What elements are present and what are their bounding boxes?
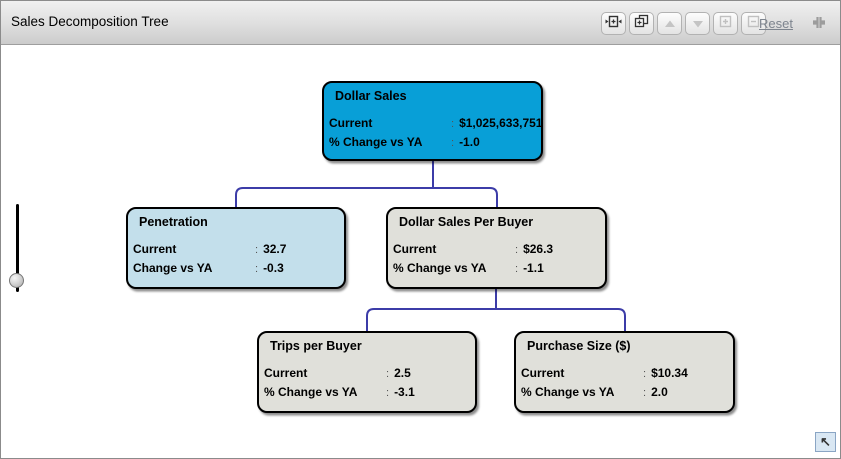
zoom-in-icon (719, 15, 732, 33)
row-label: % Change vs YA (329, 135, 423, 149)
zoom-out-icon (747, 15, 760, 33)
collapse-corners-button[interactable] (810, 16, 828, 33)
row-value: :-3.1 (386, 385, 415, 399)
node-row: Current :$1,025,633,751 (329, 114, 542, 133)
node-row: % Change vs YA :-3.1 (264, 383, 469, 402)
page-title: Sales Decomposition Tree (11, 14, 169, 29)
tree-node-dollar-sales[interactable]: Dollar Sales Current :$1,025,633,751 % C… (322, 81, 543, 161)
row-label: % Change vs YA (393, 261, 487, 275)
row-value: :$10.34 (643, 366, 688, 380)
toolbar (601, 12, 766, 35)
collapse-up-button[interactable] (657, 12, 682, 35)
zoom-in-button[interactable] (713, 12, 738, 35)
row-value: :-1.1 (515, 261, 544, 275)
row-value: :-1.0 (451, 135, 480, 149)
node-title: Trips per Buyer (270, 339, 362, 353)
row-value: :-0.3 (255, 261, 284, 275)
cascade-windows-icon (634, 14, 649, 33)
arrow-up-left-icon: ↖ (820, 434, 831, 449)
tree-node-dollar-sales-per-buyer[interactable]: Dollar Sales Per Buyer Current :$26.3 % … (386, 207, 607, 289)
row-value: :$26.3 (515, 242, 554, 256)
row-label: Current (521, 366, 565, 380)
collapse-corners-icon (811, 15, 827, 35)
row-label: % Change vs YA (521, 385, 615, 399)
row-label: Current (264, 366, 308, 380)
header-bar: Sales Decomposition Tree (1, 1, 840, 45)
row-label: Current (329, 116, 373, 130)
arrow-down-icon (692, 15, 704, 33)
node-row: Current :2.5 (264, 364, 469, 383)
zoom-slider-handle[interactable] (9, 273, 24, 288)
node-title: Penetration (139, 215, 208, 229)
row-label: % Change vs YA (264, 385, 358, 399)
row-value: :$1,025,633,751 (451, 116, 543, 130)
node-row: Change vs YA :-0.3 (133, 259, 338, 278)
nav-up-left-button[interactable]: ↖ (815, 432, 836, 452)
zoom-slider-track[interactable] (16, 204, 19, 292)
node-title: Purchase Size ($) (527, 339, 631, 353)
cascade-windows-button[interactable] (629, 12, 654, 35)
node-title: Dollar Sales Per Buyer (399, 215, 534, 229)
arrow-up-icon (664, 15, 676, 33)
node-row: % Change vs YA :-1.1 (393, 259, 599, 278)
expand-down-button[interactable] (685, 12, 710, 35)
row-label: Change vs YA (133, 261, 213, 275)
node-row: % Change vs YA :2.0 (521, 383, 727, 402)
row-value: :2.0 (643, 385, 668, 399)
zoom-out-button[interactable] (741, 12, 766, 35)
row-value: :32.7 (255, 242, 287, 256)
fit-width-button[interactable] (601, 12, 626, 35)
node-title: Dollar Sales (335, 89, 407, 103)
fit-width-icon (605, 15, 622, 33)
tree-node-penetration[interactable]: Penetration Current :32.7 Change vs YA :… (126, 207, 346, 289)
row-label: Current (393, 242, 437, 256)
reset-link[interactable]: Reset (759, 16, 793, 31)
tree-node-trips-per-buyer[interactable]: Trips per Buyer Current :2.5 % Change vs… (257, 331, 477, 413)
node-row: Current :$10.34 (521, 364, 727, 383)
node-row: Current :32.7 (133, 240, 338, 259)
node-row: Current :$26.3 (393, 240, 599, 259)
row-value: :2.5 (386, 366, 411, 380)
node-row: % Change vs YA :-1.0 (329, 133, 535, 152)
tree-node-purchase-size[interactable]: Purchase Size ($) Current :$10.34 % Chan… (514, 331, 735, 413)
row-label: Current (133, 242, 177, 256)
